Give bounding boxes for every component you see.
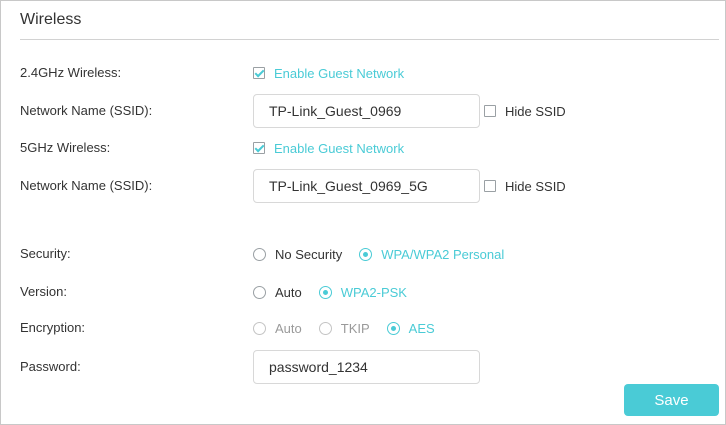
encryption-radio-aes[interactable]	[386, 321, 400, 335]
encryption-option-tkip[interactable]: TKIP	[318, 320, 370, 336]
security-option-no-security[interactable]: No Security	[253, 247, 342, 262]
row-24ghz-wireless: 2.4GHz Wireless: Enable Guest Network	[1, 58, 726, 88]
enable-guest-5ghz-checkbox-control[interactable]: Enable Guest Network	[253, 133, 404, 163]
version-option-label[interactable]: WPA2-PSK	[340, 284, 407, 300]
label-encryption: Encryption:	[20, 320, 86, 335]
security-option-label[interactable]: No Security	[275, 246, 343, 262]
row-security: Security: No Security WPA/WPA2 Personal	[1, 239, 726, 269]
version-radio-group: Auto WPA2-PSK	[253, 277, 424, 307]
version-option-auto[interactable]: Auto	[253, 285, 302, 300]
version-radio-auto[interactable]	[253, 285, 266, 299]
enable-guest-5ghz-label[interactable]: Enable Guest Network	[274, 140, 405, 156]
hide-ssid-24ghz-label[interactable]: Hide SSID	[505, 103, 566, 119]
label-ssid-24ghz: Network Name (SSID):	[20, 103, 153, 118]
security-option-label[interactable]: WPA/WPA2 Personal	[381, 246, 505, 262]
security-radio-no-security[interactable]	[253, 247, 266, 261]
password-input[interactable]	[253, 350, 480, 384]
enable-guest-5ghz-checkbox[interactable]	[253, 142, 265, 154]
enable-guest-24ghz-label[interactable]: Enable Guest Network	[274, 65, 405, 81]
encryption-option-aes[interactable]: AES	[386, 320, 435, 336]
row-ssid-5ghz: Network Name (SSID): Hide SSID	[1, 169, 726, 203]
encryption-radio-tkip[interactable]	[318, 321, 332, 335]
section-title: Wireless	[20, 11, 82, 28]
enable-guest-24ghz-checkbox[interactable]	[253, 67, 265, 79]
save-button[interactable]: Save	[624, 384, 719, 416]
encryption-option-label[interactable]: AES	[408, 320, 435, 336]
label-ssid-5ghz: Network Name (SSID):	[20, 178, 153, 193]
security-option-wpa-wpa2[interactable]: WPA/WPA2 Personal	[359, 247, 504, 262]
label-version: Version:	[20, 284, 67, 299]
hide-ssid-24ghz-control[interactable]: Hide SSID	[484, 94, 566, 128]
encryption-radio-auto[interactable]	[253, 321, 266, 335]
label-5ghz-wireless: 5GHz Wireless:	[20, 140, 111, 155]
encryption-radio-group: Auto TKIP AES	[253, 313, 452, 343]
label-24ghz-wireless: 2.4GHz Wireless:	[20, 65, 122, 80]
row-encryption: Encryption: Auto TKIP AES	[1, 313, 726, 343]
hide-ssid-5ghz-control[interactable]: Hide SSID	[484, 169, 566, 203]
hide-ssid-5ghz-label[interactable]: Hide SSID	[505, 178, 566, 194]
label-security: Security:	[20, 246, 71, 261]
hide-ssid-24ghz-checkbox[interactable]	[484, 105, 496, 117]
row-ssid-24ghz: Network Name (SSID): Hide SSID	[1, 94, 726, 128]
security-radio-group: No Security WPA/WPA2 Personal	[253, 239, 521, 269]
label-password: Password:	[20, 359, 81, 374]
version-option-label[interactable]: Auto	[275, 284, 302, 300]
ssid-24ghz-input[interactable]	[253, 94, 480, 128]
hide-ssid-5ghz-checkbox[interactable]	[484, 180, 496, 192]
encryption-option-auto[interactable]: Auto	[253, 321, 302, 336]
security-radio-wpa-wpa2[interactable]	[359, 247, 373, 261]
encryption-option-label[interactable]: TKIP	[340, 320, 370, 336]
version-radio-wpa2-psk[interactable]	[318, 285, 332, 299]
encryption-option-label[interactable]: Auto	[275, 320, 302, 336]
row-version: Version: Auto WPA2-PSK	[1, 277, 726, 307]
ssid-5ghz-input[interactable]	[253, 169, 480, 203]
row-5ghz-wireless: 5GHz Wireless: Enable Guest Network	[1, 133, 726, 163]
enable-guest-24ghz-checkbox-control[interactable]: Enable Guest Network	[253, 58, 404, 88]
version-option-wpa2-psk[interactable]: WPA2-PSK	[318, 284, 407, 300]
section-divider	[20, 39, 719, 40]
row-password: Password:	[1, 350, 726, 384]
